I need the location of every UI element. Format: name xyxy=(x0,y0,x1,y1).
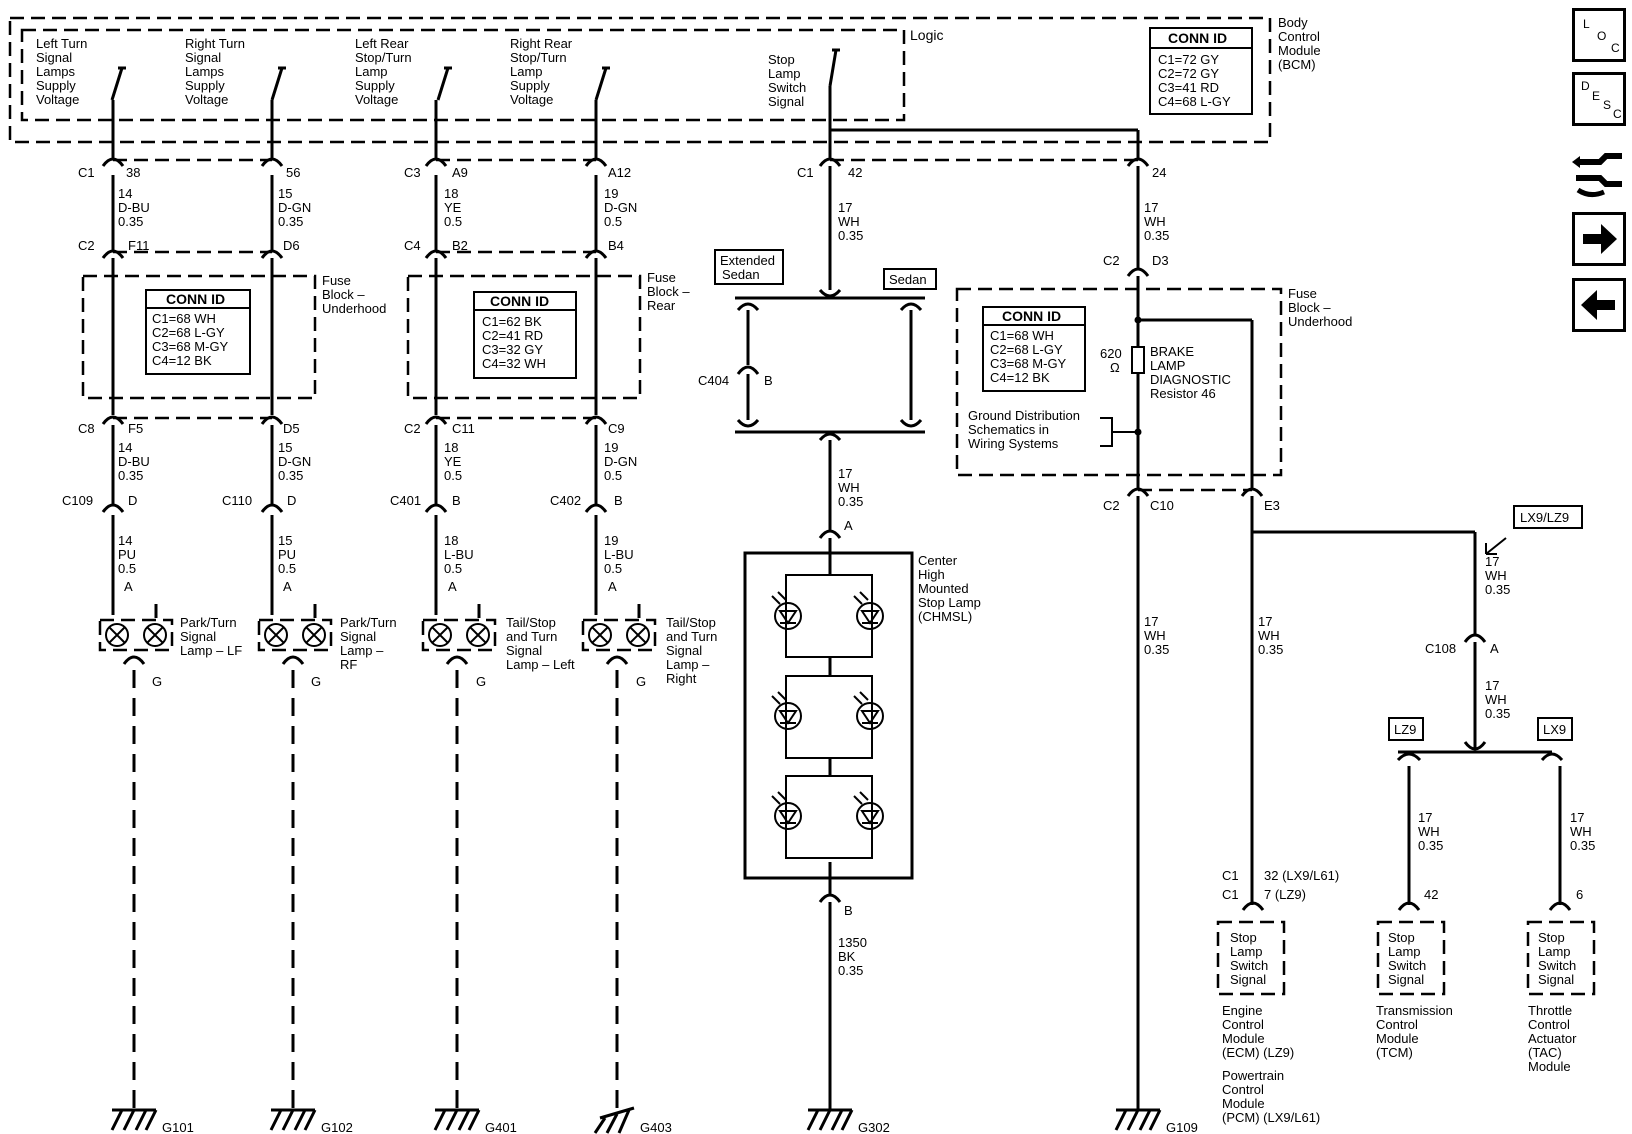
bcm-logic-box xyxy=(20,28,906,122)
connector-labels: C1 38 56 C3 A9 A12 C1 42 24 C2 F11 D6 C4… xyxy=(62,165,1499,918)
bcm-title: Body Control Module (BCM) xyxy=(1278,15,1324,72)
ecm-connector-labels: C1 32 (LX9/L61) C1 7 (LZ9) 42 6 xyxy=(1222,868,1583,902)
circuit-right-turn xyxy=(270,100,295,1110)
fuse-underhood-right-conn-box xyxy=(982,306,1086,392)
circuit-left-rear xyxy=(434,100,459,1110)
fuse-rear-title: Fuse Block – Rear xyxy=(647,270,693,313)
ground-distribution-label: Ground Distribution Schematics in Wiring… xyxy=(968,408,1084,451)
option-lz9-label: LZ9 xyxy=(1394,722,1416,737)
option-sedan xyxy=(883,268,937,290)
fuse-underhood-left-conn-list: C1=68 WH C2=68 L-GY C3=68 M-GY C4=12 BK xyxy=(152,311,232,368)
option-lx9 xyxy=(1537,717,1573,741)
fuse-underhood-left-conn-box xyxy=(145,289,251,375)
desc-button[interactable]: D E S C xyxy=(1572,72,1626,126)
connector-bars xyxy=(113,158,1252,492)
fuse-block-rear xyxy=(406,274,642,400)
tac-stop-lamp-switch-box xyxy=(1526,920,1596,996)
fuse-underhood-left-title: Fuse Block – Underhood xyxy=(322,273,386,316)
option-lx9-lz9-label: LX9/LZ9 xyxy=(1520,510,1569,525)
bcm-logic-label: Logic xyxy=(910,27,943,43)
bcm-conn-id-list: C1=72 GY C2=72 GY C3=41 RD C4=68 L-GY xyxy=(1158,52,1231,109)
lamp-symbols xyxy=(98,604,657,665)
chmsl-box xyxy=(743,551,914,880)
previous-page-button[interactable] xyxy=(1572,278,1626,332)
option-lx9-label: LX9 xyxy=(1543,722,1566,737)
fuse-rear-conn-title: CONN ID xyxy=(490,293,549,309)
circuit-right-rear xyxy=(594,100,619,1110)
bcm-box xyxy=(8,16,1272,144)
fuse-block-underhood-right xyxy=(955,287,1283,477)
option-extended-sedan xyxy=(714,249,784,285)
circuit-brake-diagnostic xyxy=(1100,166,1564,1110)
fuse-underhood-right-conn-title: CONN ID xyxy=(1002,308,1061,324)
bcm-conn-id-box xyxy=(1149,27,1253,115)
fuse-underhood-right-title: Fuse Block – Underhood xyxy=(1288,286,1352,329)
tcm-stop-lamp-switch-box xyxy=(1376,920,1446,996)
connector-symbols xyxy=(101,157,1572,911)
fuse-rear-conn-box xyxy=(473,291,577,379)
ecm-stop-lamp-switch-box xyxy=(1216,920,1286,996)
ground-symbols xyxy=(110,1106,1162,1134)
circuit-chmsl xyxy=(735,86,1140,1110)
connector-view-button[interactable] xyxy=(1570,148,1628,200)
bcm-conn-id-title: CONN ID xyxy=(1168,30,1227,46)
circuit-left-turn xyxy=(111,100,136,1110)
option-sedan-label: Sedan xyxy=(889,272,927,287)
arrow-left-icon xyxy=(1581,290,1615,320)
resistor-label: BRAKE LAMP DIAGNOSTIC Resistor 46 xyxy=(1150,344,1235,401)
next-page-button[interactable] xyxy=(1572,212,1626,266)
loc-button[interactable]: L O C xyxy=(1572,8,1626,62)
fuse-underhood-right-conn-list: C1=68 WH C2=68 L-GY C3=68 M-GY C4=12 BK xyxy=(990,328,1070,385)
resistor-value: 620 Ω xyxy=(1100,346,1125,375)
option-lx9-lz9 xyxy=(1513,505,1583,529)
chmsl-led-array xyxy=(771,574,884,859)
fuse-underhood-left-conn-title: CONN ID xyxy=(166,291,225,307)
fuse-block-underhood-left xyxy=(81,274,317,400)
fuse-rear-conn-list: C1=62 BK C2=41 RD C3=32 GY C4=32 WH xyxy=(482,314,547,371)
arrow-right-icon xyxy=(1583,224,1617,254)
bcm-switch-symbols xyxy=(110,48,840,101)
connector-icon xyxy=(1572,153,1622,198)
ground-labels: G101 G102 G401 G403 G302 G109 xyxy=(162,1120,1198,1134)
option-lz9 xyxy=(1388,717,1424,741)
